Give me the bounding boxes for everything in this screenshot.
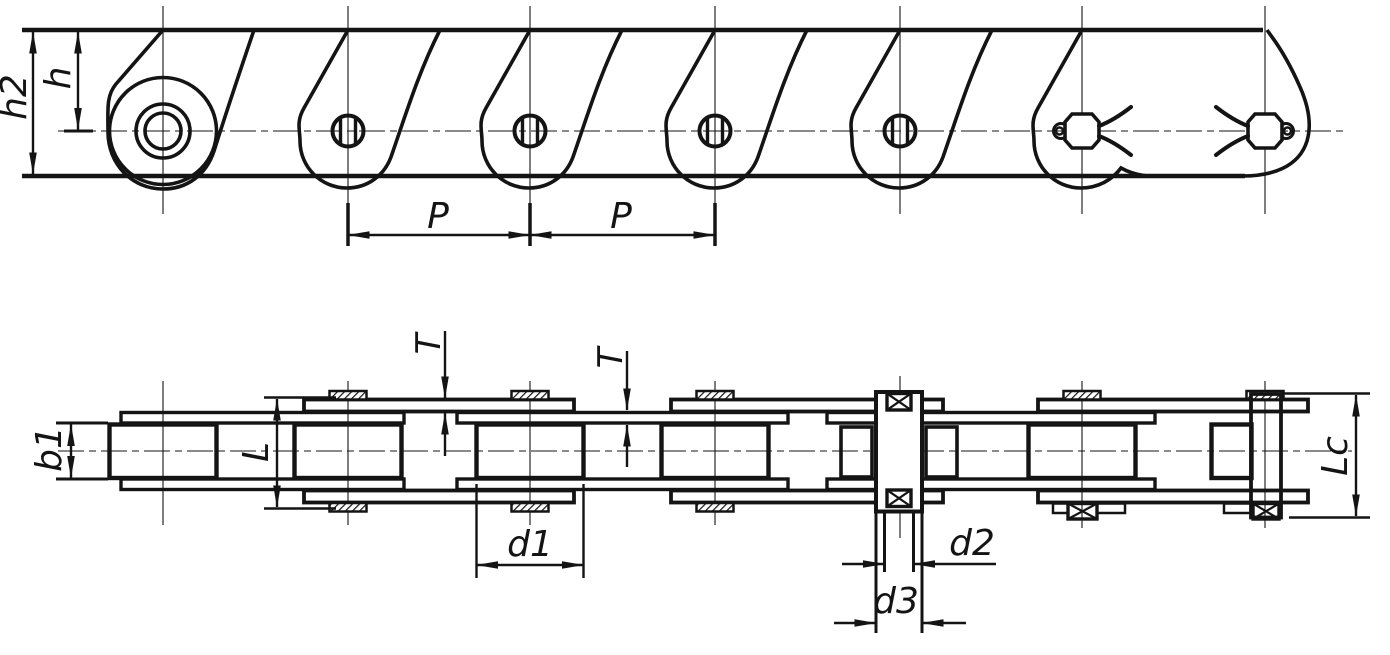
- cotter-pin-left: [1052, 105, 1133, 157]
- dim-label-b1: b1: [29, 426, 70, 472]
- dim-label-pitch-left: P: [427, 196, 449, 237]
- dim-label-t-inner: T: [591, 347, 631, 369]
- end-link-plate: [1031, 28, 1311, 190]
- link-plates: [297, 28, 994, 190]
- rollers: [107, 422, 1254, 481]
- dim-label-d2: d2: [949, 523, 995, 564]
- dim-label-d3: d3: [873, 581, 919, 622]
- dim-label-d1: d1: [507, 524, 553, 565]
- large-roller-link: [106, 28, 256, 191]
- dim-label-h2: h2: [0, 74, 35, 120]
- side-view-chain: [22, 27, 1311, 191]
- band-lines: [22, 27, 1263, 179]
- extended-pin: [839, 390, 959, 633]
- cotter-pin-right: [1214, 105, 1295, 157]
- dim-label-pitch-right: P: [610, 196, 632, 237]
- dim-label-t-outer: T: [409, 333, 449, 355]
- inner-plates: [119, 410, 1157, 492]
- dim-label-lc: Lc: [1315, 436, 1356, 476]
- dim-label-h: h: [38, 66, 79, 90]
- dimension-lines: [29, 31, 1370, 627]
- end-link-fasteners: [1051, 392, 1283, 521]
- outer-plates: [302, 397, 1310, 505]
- dim-label-l: L: [236, 441, 277, 463]
- plan-view-chain: [107, 389, 1310, 633]
